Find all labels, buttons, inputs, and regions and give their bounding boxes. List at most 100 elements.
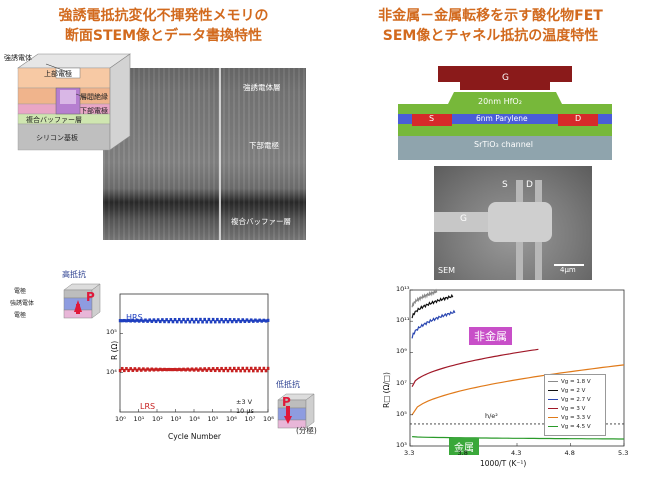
endurance-ytick-label: 10⁵	[106, 328, 117, 337]
endurance-xtick-label: 10⁷	[244, 415, 256, 423]
endurance-point-hrs	[266, 318, 270, 322]
endurance-point-hrs	[241, 318, 245, 322]
stack-buffer-label: 複合バッファー層	[26, 116, 82, 124]
endurance-point-lrs	[220, 366, 223, 371]
endurance-point-hrs	[135, 318, 139, 322]
temperature-ytick-label: 10³	[396, 441, 407, 449]
endurance-point-lrs	[125, 367, 128, 371]
hrs-series-label: HRS	[126, 313, 143, 322]
temperature-curve-3	[411, 348, 539, 387]
drain-label: D	[575, 114, 582, 123]
legend-label: Vg = 1.8 V	[561, 379, 591, 385]
legend-swatch	[548, 425, 558, 428]
temperature-ytick-label: 10⁵	[396, 409, 407, 418]
endurance-point-hrs	[186, 317, 190, 322]
endurance-point-hrs	[154, 319, 158, 324]
endurance-point-lrs	[144, 368, 147, 372]
endurance-point-lrs	[127, 368, 130, 373]
endurance-point-hrs	[249, 318, 253, 322]
endurance-point-lrs	[258, 366, 261, 370]
endurance-point-hrs	[220, 317, 223, 322]
source-pad	[412, 114, 452, 126]
nonmetal-annotation: 非金属	[469, 327, 512, 345]
temperature-curve-0	[411, 288, 438, 308]
endurance-point-hrs	[199, 317, 202, 322]
endurance-point-lrs	[241, 366, 245, 370]
endurance-point-lrs	[142, 367, 145, 371]
endurance-point-hrs	[167, 320, 171, 324]
endurance-point-hrs	[163, 319, 166, 324]
endurance-point-hrs	[232, 318, 236, 322]
fet-cross-section	[398, 66, 612, 160]
endurance-point-hrs	[226, 320, 230, 324]
sem-source-label: S	[502, 180, 508, 190]
legend-label: Vg = 3.3 V	[561, 415, 591, 421]
endurance-point-hrs	[262, 318, 266, 322]
endurance-point-lrs	[203, 367, 206, 371]
endurance-point-hrs	[139, 318, 143, 322]
endurance-point-lrs	[169, 367, 173, 372]
endurance-point-hrs	[258, 318, 261, 322]
endurance-point-lrs	[188, 368, 192, 372]
temperature-xtick-label: 5.3	[618, 449, 629, 457]
endurance-point-lrs	[213, 368, 217, 373]
endurance-point-hrs	[150, 319, 154, 323]
endurance-point-lrs	[154, 367, 158, 371]
endurance-xtick-label: 10⁸	[263, 415, 274, 423]
endurance-point-hrs	[213, 320, 217, 324]
legend-swatch	[548, 407, 558, 410]
endurance-point-lrs	[165, 368, 168, 372]
endurance-point-lrs	[266, 366, 270, 371]
endurance-point-lrs	[156, 368, 160, 372]
endurance-point-lrs	[139, 368, 143, 372]
endurance-point-hrs	[180, 320, 183, 324]
endurance-point-lrs	[182, 367, 185, 371]
legend-item: Vg = 3.3 V	[548, 414, 591, 422]
endurance-point-lrs	[237, 366, 240, 370]
conditions-time: 10 μs	[236, 407, 254, 415]
endurance-point-hrs	[218, 320, 221, 324]
sem-image: S D G SEM 4μm	[434, 166, 592, 280]
temperature-xtick-label: 3.3	[404, 449, 415, 457]
gate-electrode	[438, 66, 572, 90]
endurance-point-lrs	[218, 368, 221, 373]
channel-layer	[398, 136, 612, 160]
endurance-point-lrs	[163, 367, 166, 372]
endurance-point-lrs	[180, 368, 183, 372]
temperature-chart	[409, 288, 625, 447]
endurance-point-lrs	[228, 366, 232, 371]
endurance-point-lrs	[171, 367, 175, 372]
stem-bottom-electrode-label: 下部電極	[249, 141, 279, 150]
stack-ferro-electrode-label: 強誘電体	[4, 54, 32, 62]
legend-swatch	[548, 380, 558, 383]
temperature-curve-4	[411, 364, 625, 416]
endurance-point-lrs	[243, 369, 247, 373]
endurance-point-lrs	[175, 368, 179, 372]
endurance-point-lrs	[245, 366, 249, 370]
temperature-ytick-label: 10⁹	[396, 347, 407, 356]
endurance-plot-frame	[119, 293, 269, 413]
endurance-point-hrs	[205, 320, 209, 324]
endurance-point-lrs	[216, 367, 219, 371]
scale-label: 4μm	[560, 266, 576, 274]
endurance-point-hrs	[190, 317, 194, 322]
left-title: 強誘電抵抗変化不揮発性メモリの 断面STEM像とデータ書換特性	[0, 6, 327, 46]
right-title-line2: SEM像とチャネル抵抗の温度特性	[382, 28, 599, 44]
endurance-point-lrs	[190, 367, 194, 371]
endurance-point-hrs	[158, 319, 162, 324]
endurance-point-hrs	[165, 318, 168, 322]
metal-annotation: 金属	[449, 438, 479, 455]
temperature-ylabel: R□ (Ω/□)	[382, 372, 391, 408]
legend-item: Vg = 4.5 V	[548, 423, 591, 431]
low-resistance-label: 低抵抗	[276, 380, 300, 389]
endurance-point-hrs	[182, 317, 185, 322]
endurance-point-hrs	[192, 320, 196, 324]
endurance-point-hrs	[216, 317, 219, 322]
endurance-xtick-label: 10⁵	[207, 415, 219, 423]
endurance-point-hrs	[228, 318, 232, 322]
endurance-point-lrs	[252, 369, 255, 373]
endurance-point-lrs	[137, 367, 141, 371]
endurance-point-lrs	[167, 367, 171, 372]
endurance-point-hrs	[237, 318, 240, 322]
